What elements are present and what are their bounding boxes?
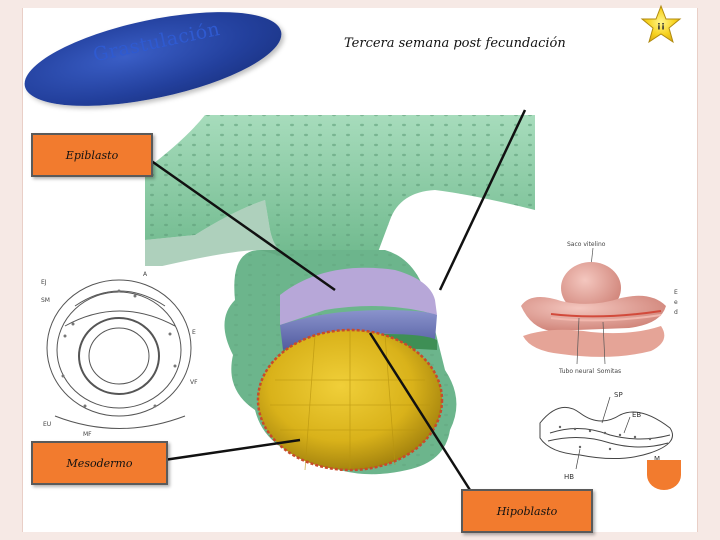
slide-border-bottom	[22, 532, 698, 540]
slide-border-top	[22, 0, 698, 8]
inset-label-ej: EJ	[41, 279, 47, 286]
inset-label-mf: MF	[83, 431, 92, 438]
inset-label-saco: Saco vitelino	[567, 241, 606, 248]
inset-yolk-sac-diagram: Saco vitelino Tubo neural Somitas E e d	[511, 236, 683, 382]
inset-cross-section-diagram: EJ SM EU MF A VF E	[35, 266, 202, 439]
inset-label-e: E	[192, 329, 196, 336]
inset-label-sm: SM	[41, 297, 50, 304]
inset-label-sp: SP	[614, 391, 623, 399]
inset-label-eu: EU	[43, 421, 51, 428]
orange-tab-decoration	[647, 460, 681, 490]
inset-label-vf: VF	[190, 379, 198, 386]
inset-label-cut-e2: e	[674, 299, 678, 306]
star-text: ¡¡	[657, 21, 665, 31]
embryo-illustration	[145, 110, 535, 495]
inset-label-a: A	[143, 271, 148, 278]
inset-label-cut-e: E	[674, 289, 678, 296]
slide-border-left	[0, 0, 23, 540]
label-mesoderm: Mesodermo	[31, 441, 168, 485]
inset-label-cut-d: d	[674, 309, 678, 316]
slide-border-right	[697, 0, 720, 540]
inset-label-hb: HB	[564, 473, 574, 481]
title-oval	[17, 0, 289, 124]
inset-label-somitas: Somitas	[597, 368, 621, 375]
inset-label-eb: EB	[632, 411, 641, 419]
label-hypoblast: Hipoblasto	[461, 489, 593, 533]
slide-subtitle: Tercera semana post fecundación	[344, 36, 566, 51]
inset-label-tubo: Tubo neural	[558, 368, 594, 375]
label-epiblast: Epiblasto	[31, 133, 153, 177]
star-icon: ¡¡	[640, 4, 682, 46]
